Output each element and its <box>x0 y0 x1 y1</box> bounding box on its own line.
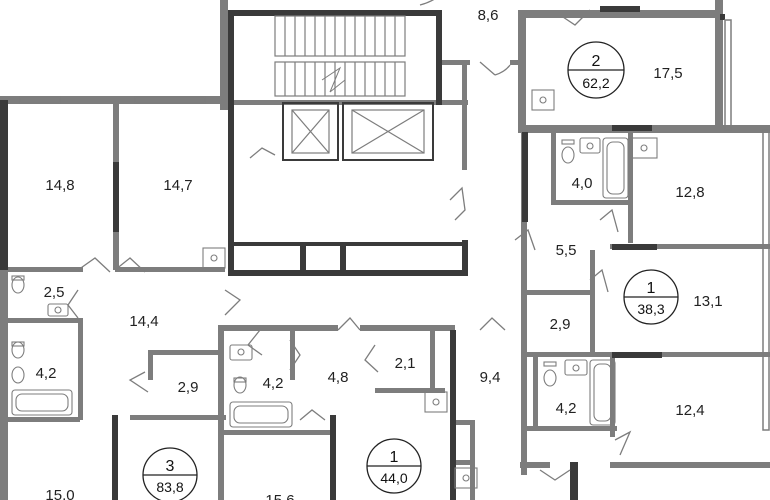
windows <box>19 19 770 431</box>
room-area-label: 2,5 <box>44 284 65 301</box>
room-area-label: 4,8 <box>328 369 349 386</box>
bathroom-fixtures <box>11 89 658 489</box>
staircase <box>274 15 406 97</box>
room-area-label: 8,6 <box>478 7 499 24</box>
room-area-label: 4,2 <box>556 400 577 417</box>
room-area-label: 13,1 <box>693 293 722 310</box>
elevators <box>282 102 434 161</box>
room-area-label: 17,5 <box>653 65 682 82</box>
room-area-label: 4,2 <box>36 365 57 382</box>
room-area-label: 2,1 <box>395 355 416 372</box>
room-area-label: 5,5 <box>556 242 577 259</box>
apartment-area: 62,2 <box>582 75 609 91</box>
room-area-label: 14,8 <box>45 177 74 194</box>
room-area-label: 12,4 <box>675 402 704 419</box>
room-area-label: 9,4 <box>480 369 501 386</box>
apartment-marker-1-center: 1 44,0 <box>366 438 422 494</box>
apartment-area: 83,8 <box>156 479 183 495</box>
room-area-label: 12,8 <box>675 184 704 201</box>
doors <box>67 0 632 481</box>
room-area-label: 2,9 <box>178 379 199 396</box>
room-area-label: 14,7 <box>163 177 192 194</box>
room-area-label: 2,9 <box>550 316 571 333</box>
apartment-number: 1 <box>390 449 399 466</box>
apartment-area: 44,0 <box>380 470 407 486</box>
apartment-number: 1 <box>647 280 656 297</box>
room-area-label: 15,6 <box>265 492 294 500</box>
apartment-area: 38,3 <box>637 301 664 317</box>
room-area-label: 15,0 <box>45 487 74 500</box>
room-area-label: 4,0 <box>572 175 593 192</box>
apartment-marker-3: 3 83,8 <box>142 447 198 500</box>
room-labels: 8,6 17,5 14,8 14,7 4,0 12,8 5,5 2,5 14,4… <box>36 7 723 500</box>
apartment-number: 3 <box>166 458 175 475</box>
apartment-marker-2: 2 62,2 <box>567 41 625 99</box>
structural-walls <box>0 6 725 500</box>
apartment-marker-1-right: 1 38,3 <box>623 269 679 325</box>
room-area-label: 4,2 <box>263 375 284 392</box>
room-area-label: 14,4 <box>129 313 158 330</box>
apartment-number: 2 <box>592 53 601 70</box>
